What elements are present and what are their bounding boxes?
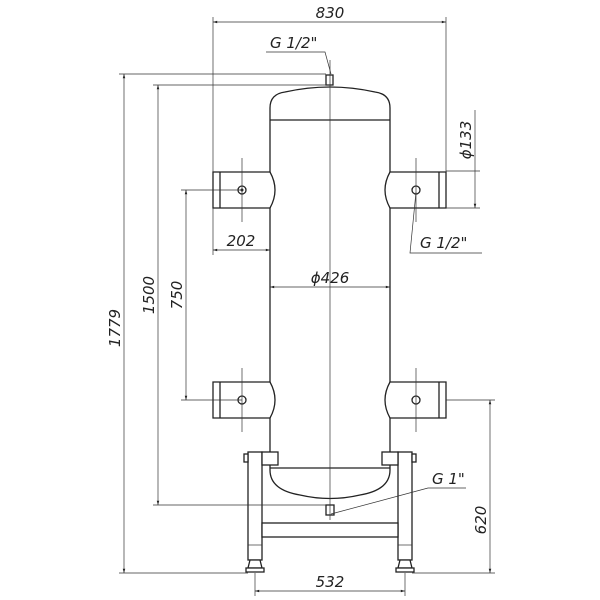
dim-202: 202 — [227, 232, 256, 250]
side-nozzles — [212, 171, 447, 419]
dim-1500: 1500 — [140, 276, 158, 314]
dimensions — [119, 17, 495, 596]
dim-1779: 1779 — [106, 309, 124, 347]
nozzle-bottom-right — [384, 381, 447, 419]
dim-426: ϕ426 — [311, 269, 350, 287]
dim-133: ϕ133 — [457, 121, 475, 160]
dim-532: 532 — [316, 573, 345, 591]
support-frame — [243, 451, 417, 573]
label-bottom-connection: G 1" — [432, 470, 465, 488]
dimension-labels: 830 G 1/2" G 1/2" G 1" 202 ϕ426 ϕ133 750… — [106, 4, 490, 591]
dim-830: 830 — [316, 4, 345, 22]
dim-620: 620 — [472, 506, 490, 535]
label-top-connection: G 1/2" — [270, 34, 317, 52]
dim-750: 750 — [168, 281, 186, 310]
label-side-connection: G 1/2" — [420, 234, 467, 252]
nozzle-top-right — [384, 171, 447, 209]
top-nozzle — [325, 74, 334, 86]
